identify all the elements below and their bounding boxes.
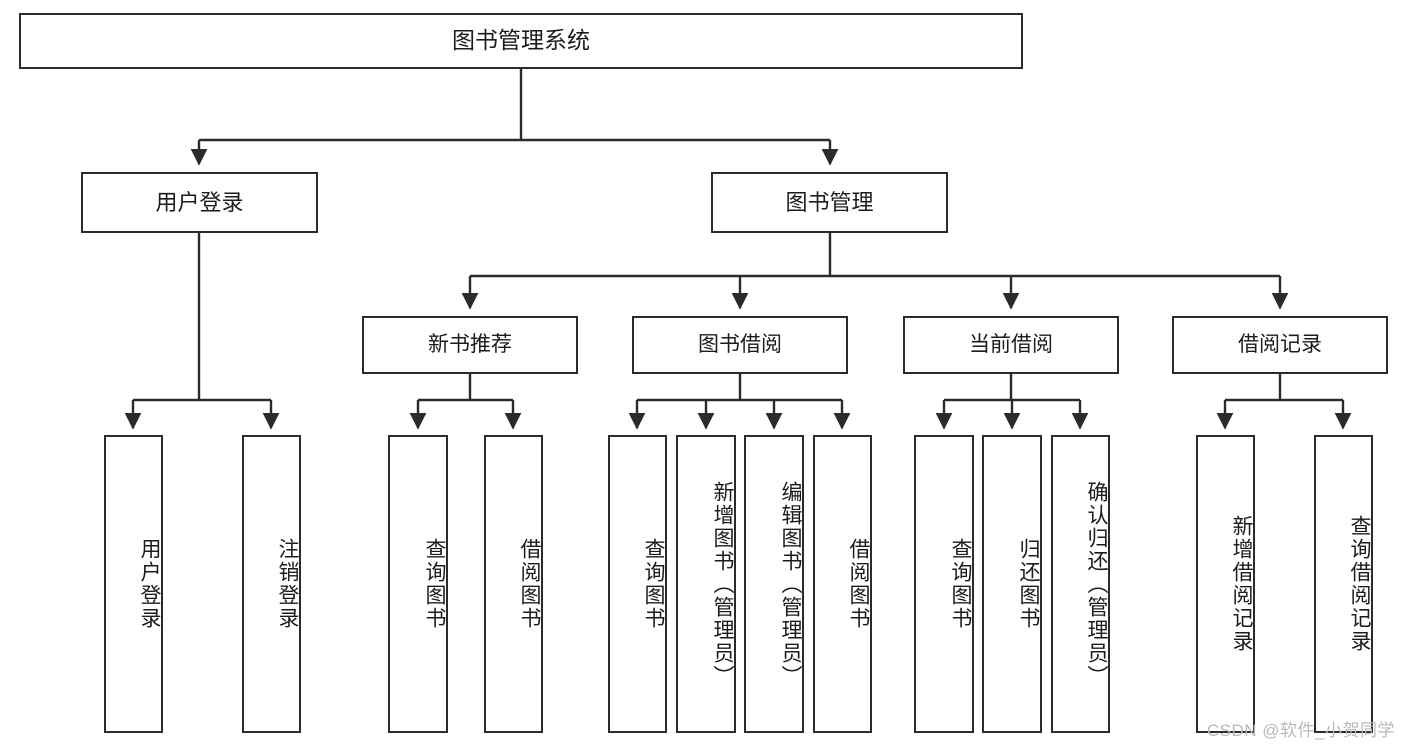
node-leaf-add-borrow-record[interactable]: 新增借阅记录 — [1196, 435, 1255, 733]
node-leaf-query-book-current[interactable]: 查询图书 — [914, 435, 974, 733]
node-leaf-borrow-book-recommend[interactable]: 借阅图书 — [484, 435, 543, 733]
node-leaf-return-book[interactable]: 归还图书 — [982, 435, 1042, 733]
node-book-borrow[interactable]: 图书借阅 — [632, 316, 848, 374]
node-leaf-query-borrow-record[interactable]: 查询借阅记录 — [1314, 435, 1373, 733]
node-new-book-recommend[interactable]: 新书推荐 — [362, 316, 578, 374]
node-leaf-add-book-admin[interactable]: 新增图书（管理员） — [676, 435, 736, 733]
node-leaf-confirm-return-admin[interactable]: 确认归还（管理员） — [1051, 435, 1110, 733]
node-user-login[interactable]: 用户登录 — [81, 172, 318, 233]
node-leaf-query-book-borrow[interactable]: 查询图书 — [608, 435, 667, 733]
node-current-borrow[interactable]: 当前借阅 — [903, 316, 1119, 374]
node-leaf-edit-book-admin[interactable]: 编辑图书（管理员） — [744, 435, 804, 733]
node-book-management-system[interactable]: 图书管理系统 — [19, 13, 1023, 69]
node-leaf-user-logout[interactable]: 注销登录 — [242, 435, 301, 733]
node-borrow-record[interactable]: 借阅记录 — [1172, 316, 1388, 374]
node-book-management[interactable]: 图书管理 — [711, 172, 948, 233]
node-leaf-user-login[interactable]: 用户登录 — [104, 435, 163, 733]
node-leaf-query-book-recommend[interactable]: 查询图书 — [388, 435, 448, 733]
node-leaf-borrow-book[interactable]: 借阅图书 — [813, 435, 872, 733]
watermark-text: CSDN @软件_小贺同学 — [1206, 721, 1395, 740]
